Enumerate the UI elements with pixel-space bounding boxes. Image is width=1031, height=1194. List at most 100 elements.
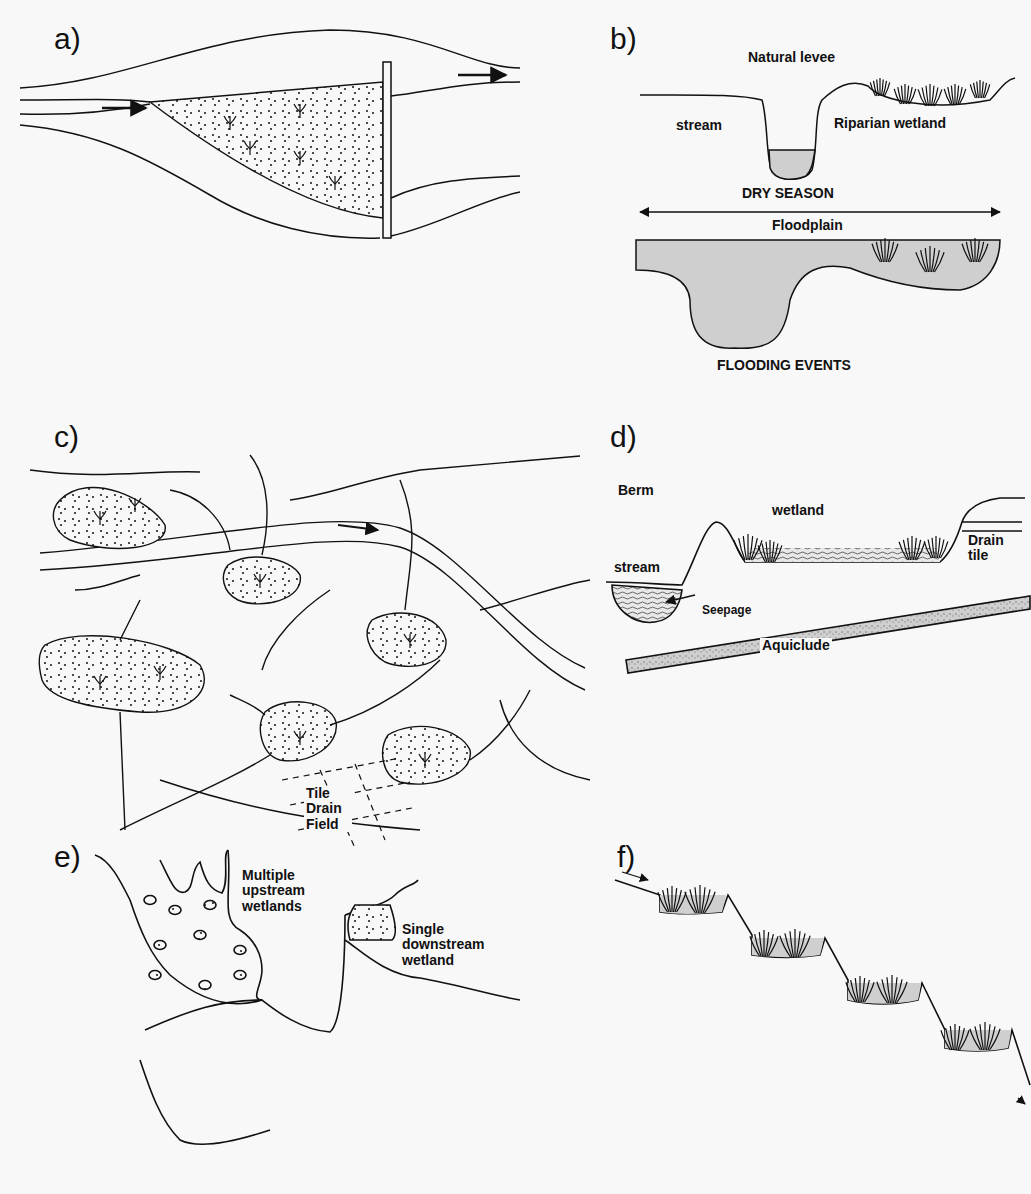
sketch-stroke (254, 574, 260, 582)
sketch-stroke (891, 975, 892, 1003)
sketch-stroke (759, 932, 762, 956)
sketch-stroke (355, 764, 385, 840)
panel-letter: f) (615, 840, 637, 873)
sketch-stroke (391, 176, 520, 198)
sketch-stroke (911, 536, 912, 560)
sketch-stroke (480, 580, 590, 610)
sketch-stroke (367, 613, 446, 666)
sketch-stroke (1018, 1098, 1025, 1104)
sketch-stroke (160, 850, 228, 893)
sketch-stroke (699, 885, 700, 913)
sketch-stroke (790, 931, 794, 957)
sketch-stroke (419, 754, 425, 762)
sketch-stroke (338, 525, 378, 530)
sketch-stroke (753, 540, 763, 560)
sketch-stroke (980, 244, 988, 262)
part-label: Aquiclude (760, 638, 832, 653)
sketch-stroke (667, 888, 670, 912)
panel-letter: d) (608, 420, 639, 453)
sketch-stroke (957, 86, 959, 104)
sketch-stroke (960, 1030, 970, 1050)
sketch-stroke (129, 498, 135, 506)
panel-b-sketch (636, 78, 1015, 348)
sketch-stroke (145, 915, 345, 1032)
sketch-stroke (910, 89, 916, 104)
sketch-stroke (640, 78, 1015, 179)
panel-letter: b) (608, 22, 639, 55)
sketch-stroke (685, 892, 696, 913)
sketch-stroke (282, 758, 412, 848)
panel-letter: c) (52, 420, 81, 453)
sketch-stroke (977, 81, 979, 98)
sketch-stroke (941, 541, 948, 558)
sketch-stroke (169, 906, 181, 915)
sketch-stroke (100, 676, 106, 684)
part-label: Berm (616, 483, 656, 498)
sketch-stroke (154, 941, 166, 950)
part-label: stream (674, 118, 724, 133)
sketch-stroke (120, 755, 270, 830)
sketch-stroke (135, 498, 141, 506)
sketch-stroke (120, 600, 140, 640)
sketch-stroke (300, 731, 306, 739)
sketch-stroke (890, 244, 898, 262)
sketch-stroke (980, 1024, 984, 1050)
sketch-stroke (230, 116, 236, 124)
sketch-stroke (102, 107, 146, 110)
sketch-stroke (154, 666, 160, 674)
sketch-stroke (250, 455, 267, 555)
sketch-stroke (234, 946, 246, 955)
sketch-stroke (848, 983, 921, 1004)
sketch-stroke (671, 886, 672, 912)
sketch-stroke (626, 596, 1030, 673)
sketch-stroke (970, 1029, 981, 1050)
sketch-stroke (705, 892, 716, 913)
sketch-stroke (262, 590, 330, 670)
sketch-stroke (94, 511, 100, 519)
sketch-stroke (979, 80, 980, 98)
season-label: DRY SEASON (740, 186, 836, 201)
sketch-stroke (612, 585, 682, 622)
sketch-stroke (100, 511, 106, 519)
sketch-stroke (917, 542, 925, 560)
sketch-stroke (30, 470, 200, 475)
sketch-stroke (640, 211, 1000, 213)
sketch-stroke (935, 536, 936, 558)
sketch-stroke (879, 78, 880, 96)
sketch-stroke (300, 104, 306, 112)
sketch-stroke (695, 887, 699, 913)
sketch-stroke (160, 666, 166, 674)
sketch-stroke (160, 780, 420, 830)
sketch-stroke (769, 936, 779, 956)
sketch-stroke (20, 104, 150, 114)
sketch-stroke (962, 498, 1025, 531)
sketch-stroke (677, 892, 687, 912)
sketch-stroke (39, 636, 204, 713)
sketch-stroke (53, 487, 165, 548)
sketch-stroke (932, 538, 934, 558)
sketch-stroke (982, 81, 984, 98)
sketch-stroke (877, 79, 879, 96)
sketch-stroke (925, 248, 928, 272)
sketch-stroke (763, 930, 764, 956)
sketch-stroke (95, 855, 262, 1004)
sketch-stroke (747, 534, 748, 560)
sketch-stroke (300, 151, 306, 159)
part-label: Drain tile (966, 533, 1020, 564)
sketch-stroke (881, 240, 884, 262)
sketch-stroke (954, 84, 955, 104)
sketch-stroke (294, 731, 300, 739)
sketch-stroke (20, 100, 150, 103)
sketch-stroke (194, 931, 206, 940)
sketch-stroke (244, 141, 250, 149)
sketch-stroke (926, 86, 928, 106)
sketch-stroke (383, 726, 471, 784)
sketch-stroke (984, 1022, 985, 1050)
sketch-stroke (859, 976, 860, 1002)
sketch-stroke (329, 176, 335, 184)
sketch-stroke (780, 936, 791, 957)
panel-a-sketch (20, 30, 520, 238)
sketch-stroke (458, 74, 506, 77)
sketch-stroke (144, 896, 156, 905)
